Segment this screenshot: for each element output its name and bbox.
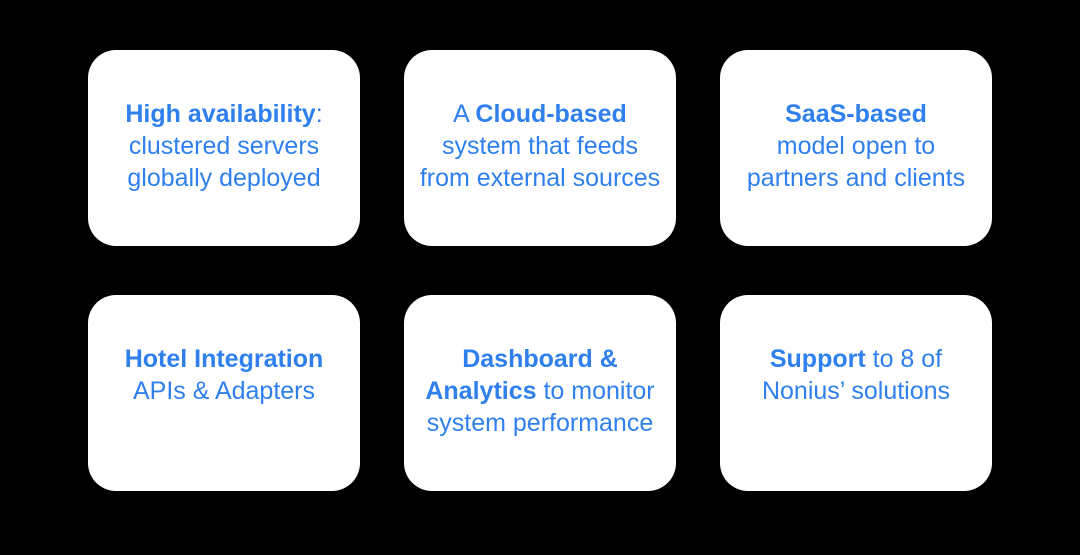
card-saas-based: SaaS-based model open to partners and clie…	[720, 50, 992, 246]
card-text: globally deployed	[127, 164, 321, 192]
card-text: partners and clients	[746, 164, 966, 192]
card-text-line: Dashboard &	[414, 343, 666, 375]
card-text: APIs & Adapters	[132, 377, 316, 405]
card-text: clustered servers	[128, 132, 320, 160]
card-text: to monitor	[536, 377, 655, 405]
card-text-emphasis: Analytics	[425, 377, 537, 405]
card-text-emphasis: Cloud-based	[475, 100, 627, 128]
card-text-line: APIs & Adapters	[98, 375, 350, 407]
card-text: system performance	[426, 409, 654, 437]
card-text-line: clustered servers	[98, 130, 350, 162]
card-text-line: system that feeds	[414, 130, 666, 162]
card-text: to 8 of	[865, 345, 943, 373]
card-text: Nonius’ solutions	[761, 377, 951, 405]
card-text-emphasis: SaaS-based	[785, 100, 927, 128]
card-text-line: partners and clients	[730, 162, 982, 194]
card-text: model open to	[776, 132, 936, 160]
card-text-line: Analytics to monitor	[414, 375, 666, 407]
card-text-emphasis: Support	[769, 345, 866, 373]
card-text: system that feeds	[442, 132, 638, 160]
card-text-line: system performance	[414, 407, 666, 439]
card-text: A	[453, 100, 476, 128]
card-text-line: from external sources	[414, 162, 666, 194]
card-text-line: Nonius’ solutions	[730, 375, 982, 407]
card-text-emphasis: High availability	[125, 100, 316, 128]
card-text-line: A Cloud-based	[414, 98, 666, 130]
card-text-line: Hotel Integration	[98, 343, 350, 375]
card-text-emphasis: Hotel Integration	[124, 345, 324, 373]
card-text-line: Support to 8 of	[730, 343, 982, 375]
card-text-line: SaaS-based	[730, 98, 982, 130]
card-text-line: model open to	[730, 130, 982, 162]
card-text-line: globally deployed	[98, 162, 350, 194]
card-text: from external sources	[419, 164, 661, 192]
card-text-emphasis: Dashboard &	[462, 345, 618, 373]
card-text: :	[315, 100, 323, 128]
card-text-line: High availability:	[98, 98, 350, 130]
